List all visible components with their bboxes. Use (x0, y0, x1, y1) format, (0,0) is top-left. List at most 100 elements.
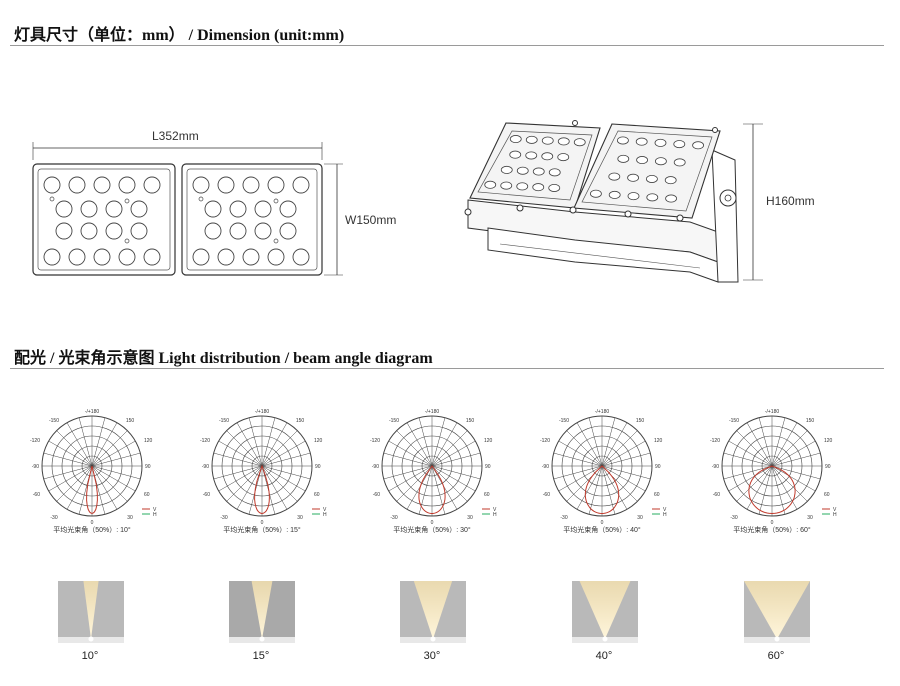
polar-axis-label: 90 (485, 464, 491, 470)
beam-image-60 (744, 581, 810, 643)
polar-axis-label: -30 (50, 515, 57, 521)
polar-axis-label: 0 (91, 520, 94, 526)
width-label: W150mm (345, 213, 397, 227)
led-grid-left (43, 176, 161, 266)
polar-diagram-15: -/+180 -150 150 -120 120 -90 90 -60 60 -30 30 0 VH (200, 409, 327, 526)
polar-axis-label: 120 (144, 438, 153, 444)
beam-image-15 (229, 581, 295, 643)
polar-axis-label: -150 (729, 418, 739, 424)
beam-image-10 (58, 581, 124, 643)
polar-caption-40: 平均光束角（50%）: 40° (563, 527, 641, 534)
legend-v: V (323, 507, 327, 513)
polar-axis-label: -/+180 (595, 409, 610, 415)
polar-axis-label: -30 (560, 515, 567, 521)
polar-axis-label: -60 (33, 492, 40, 498)
beam-label-40: 40° (595, 650, 613, 662)
polar-axis-label: -/+180 (425, 409, 440, 415)
distribution-section-title: 配光 / 光束角示意图 Light distribution / beam an… (14, 350, 433, 367)
polar-axis-label: -150 (49, 418, 59, 424)
polar-axis-label: 0 (771, 520, 774, 526)
legend-v: V (153, 507, 157, 513)
polar-axis-label: 30 (807, 515, 813, 521)
legend-h: H (153, 512, 157, 518)
polar-axis-label: 30 (127, 515, 133, 521)
polar-axis-label: -60 (373, 492, 380, 498)
perspective-led-grid (484, 135, 704, 203)
beam-image-30 (400, 581, 466, 643)
legend-h: H (833, 512, 837, 518)
polar-axis-label: -30 (730, 515, 737, 521)
polar-axis-label: -90 (542, 464, 549, 470)
legend-v: V (663, 507, 667, 513)
polar-axis-label: 90 (315, 464, 321, 470)
polar-axis-label: -150 (389, 418, 399, 424)
polar-axis-label: -60 (713, 492, 720, 498)
polar-caption-10: 平均光束角（50%）: 10° (53, 527, 131, 534)
led-grid-right (192, 176, 310, 266)
polar-axis-label: 0 (261, 520, 264, 526)
polar-axis-label: 120 (484, 438, 493, 444)
polar-axis-label: 120 (654, 438, 663, 444)
polar-axis-label: 90 (655, 464, 661, 470)
polar-axis-label: 60 (484, 492, 490, 498)
polar-axis-label: -/+180 (765, 409, 780, 415)
polar-axis-label: -30 (390, 515, 397, 521)
polar-axis-label: -120 (200, 438, 210, 444)
polar-axis-label: -/+180 (85, 409, 100, 415)
polar-axis-label: -120 (370, 438, 380, 444)
beam-image-40 (572, 581, 638, 643)
dimension-section-title: 灯具尺寸（单位：mm） / Dimension (unit:mm) (14, 27, 345, 44)
polar-axis-label: 60 (654, 492, 660, 498)
polar-axis-label: -90 (202, 464, 209, 470)
polar-axis-label: 60 (314, 492, 320, 498)
legend-h: H (663, 512, 667, 518)
polar-axis-label: -150 (219, 418, 229, 424)
polar-axis-label: 30 (297, 515, 303, 521)
beam-label-15: 15° (252, 650, 270, 662)
polar-axis-label: 120 (824, 438, 833, 444)
polar-axis-label: 0 (601, 520, 604, 526)
polar-axis-label: 150 (466, 418, 475, 424)
polar-axis-label: 90 (825, 464, 831, 470)
beam-label-30: 30° (423, 650, 441, 662)
legend-v: V (833, 507, 837, 513)
polar-axis-label: 120 (314, 438, 323, 444)
beam-label-10: 10° (81, 650, 99, 662)
height-label: H160mm (766, 194, 815, 208)
polar-axis-label: -90 (712, 464, 719, 470)
polar-axis-label: 150 (296, 418, 305, 424)
polar-axis-label: -/+180 (255, 409, 270, 415)
legend-v: V (493, 507, 497, 513)
polar-axis-label: 0 (431, 520, 434, 526)
polar-axis-label: -60 (543, 492, 550, 498)
polar-axis-label: 60 (824, 492, 830, 498)
section-divider (10, 45, 884, 46)
polar-diagram-30: -/+180 -150 150 -120 120 -90 90 -60 60 -30 30 0 VH (370, 409, 497, 526)
polar-axis-label: -150 (559, 418, 569, 424)
legend-h: H (493, 512, 497, 518)
section-divider (10, 368, 884, 369)
polar-axis-label: -30 (220, 515, 227, 521)
polar-axis-label: 150 (126, 418, 135, 424)
polar-caption-30: 平均光束角（50%）: 30° (393, 527, 471, 534)
beam-label-60: 60° (767, 650, 785, 662)
polar-caption-60: 平均光束角（50%）: 60° (733, 527, 811, 534)
polar-axis-label: -120 (540, 438, 550, 444)
polar-axis-label: 30 (637, 515, 643, 521)
polar-axis-label: 150 (806, 418, 815, 424)
polar-axis-label: -90 (372, 464, 379, 470)
polar-caption-15: 平均光束角（50%）: 15° (223, 527, 301, 534)
polar-axis-label: -60 (203, 492, 210, 498)
polar-axis-label: -120 (30, 438, 40, 444)
length-label: L352mm (152, 129, 199, 143)
legend-h: H (323, 512, 327, 518)
polar-axis-label: 90 (145, 464, 151, 470)
polar-axis-label: 30 (467, 515, 473, 521)
